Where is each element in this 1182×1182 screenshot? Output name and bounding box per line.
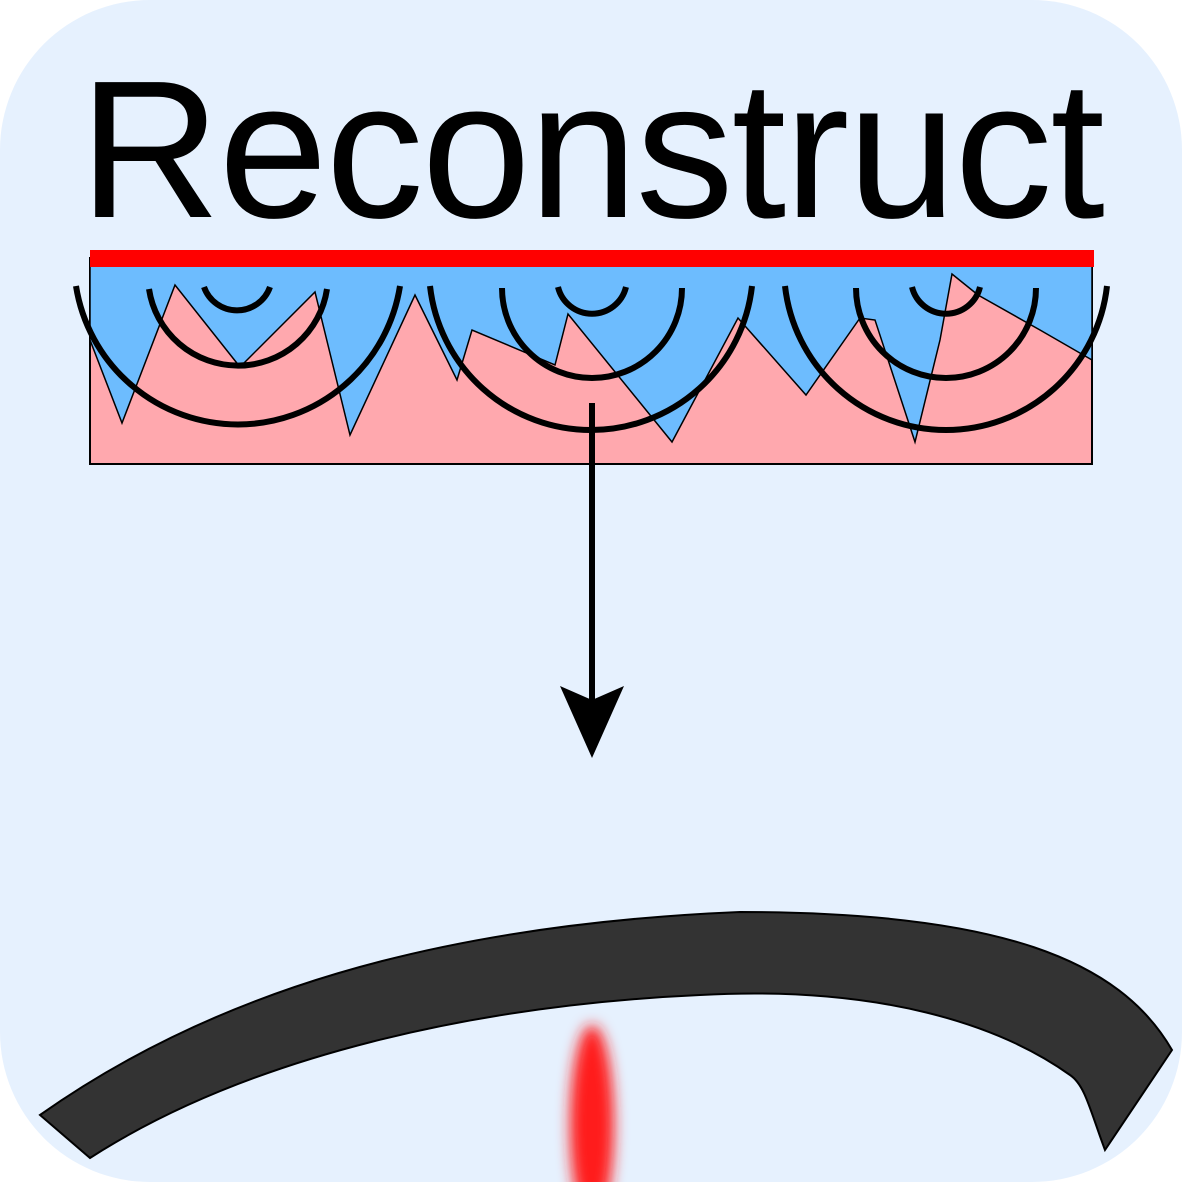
icon-title: Reconstruct [79, 40, 1105, 259]
reconstructed-surface [38, 910, 1174, 1160]
wave-arc-3-large [782, 285, 1110, 433]
wave-arc-3-small [909, 286, 983, 317]
downward-arrow [560, 403, 624, 758]
transducer-bar [90, 250, 1094, 267]
wave-arc-1-small [201, 285, 273, 314]
wave-arc-1-mid [146, 288, 330, 369]
wave-arc-3-mid [853, 287, 1039, 381]
red-highlight [570, 1025, 614, 1182]
wave-arc-2-small [555, 286, 629, 317]
wave-arc-2-mid [499, 287, 685, 381]
wave-arc-1-large [73, 285, 403, 428]
